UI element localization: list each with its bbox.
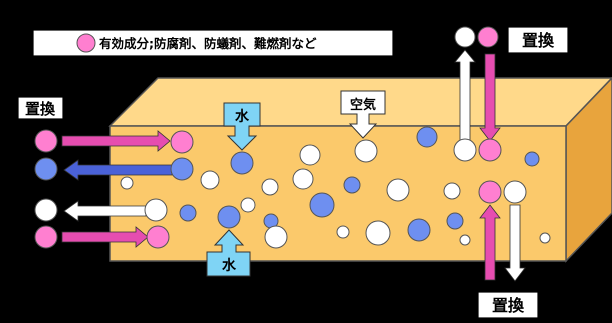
arrow-in-magenta-1 xyxy=(61,130,171,152)
water-particle xyxy=(230,151,254,175)
air-particle xyxy=(292,168,314,190)
air-particle xyxy=(120,176,134,190)
air-particle xyxy=(539,232,551,244)
air-particle xyxy=(365,220,391,246)
arrow-down-white xyxy=(504,204,526,282)
active-particle xyxy=(478,180,502,204)
replace-left-box xyxy=(17,96,64,120)
water-particle xyxy=(217,205,241,229)
water-bottom-label: 水 xyxy=(222,257,237,274)
replace-top-right-box xyxy=(507,26,569,54)
air-particle xyxy=(299,144,321,166)
air-particle xyxy=(453,138,477,162)
water-particle xyxy=(446,212,464,230)
water-top-label: 水 xyxy=(235,108,250,125)
legend-text: 有効成分;防腐剤、防蟻剤、難燃剤など xyxy=(99,36,317,51)
active-particle xyxy=(478,138,502,162)
arrow-out-blue xyxy=(63,159,173,181)
legend-box xyxy=(32,29,394,57)
air-callout xyxy=(340,90,386,139)
active-particle xyxy=(146,225,170,249)
air-particle xyxy=(336,225,350,239)
active-particle xyxy=(170,130,194,154)
water-top-callout xyxy=(223,102,261,151)
air-particle xyxy=(443,182,461,200)
water-particle xyxy=(309,192,335,218)
outside-air-circle xyxy=(454,26,476,48)
air-label: 空気 xyxy=(350,97,376,113)
arrow-down-magenta xyxy=(479,53,501,142)
water-bottom-callout xyxy=(206,229,251,277)
air-particle xyxy=(240,197,256,213)
air-particle xyxy=(503,180,527,204)
legend-active-circle-icon xyxy=(76,33,96,53)
air-particle xyxy=(264,225,288,249)
water-particle xyxy=(343,176,361,194)
replace-top-right-label: 置換 xyxy=(522,31,555,50)
air-particle xyxy=(144,198,168,222)
air-particle xyxy=(386,178,410,202)
outside-active-circle xyxy=(477,26,499,48)
air-particle xyxy=(354,139,378,163)
air-particle xyxy=(459,234,471,246)
replace-left-label: 置換 xyxy=(25,100,56,118)
replace-bottom-right-box xyxy=(477,291,539,319)
outside-active-circle xyxy=(34,225,58,249)
replace-bottom-right-label: 置換 xyxy=(492,296,525,315)
water-particle xyxy=(179,204,197,222)
arrow-up-white xyxy=(454,49,476,141)
air-particle xyxy=(261,178,279,196)
outside-water-circle xyxy=(34,157,58,181)
arrow-up-magenta xyxy=(479,204,501,281)
arrow-in-magenta-2 xyxy=(61,226,149,248)
outside-active-circle xyxy=(34,129,58,153)
air-particle xyxy=(200,170,220,190)
outside-air-circle xyxy=(34,198,58,222)
water-particle xyxy=(170,157,194,181)
arrow-out-white xyxy=(63,200,147,222)
water-particle xyxy=(407,218,431,242)
water-particle xyxy=(416,126,438,148)
water-particle xyxy=(524,151,540,167)
